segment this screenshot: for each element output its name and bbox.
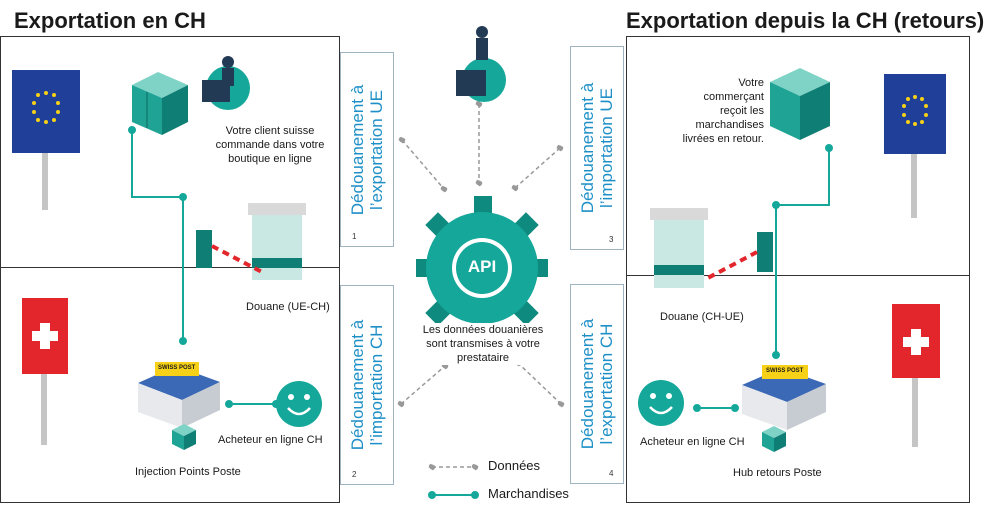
merchandise-flow-right (693, 144, 833, 412)
merchant-return-text: Votre commerçant reçoit les marchandises… (682, 77, 764, 145)
legend-data-label: Données (488, 458, 541, 473)
post-warehouse-right (742, 365, 826, 452)
right-panel-divider (626, 275, 969, 276)
right-title: Exportation depuis la CH (retours) (626, 8, 985, 33)
person-computer-left (202, 56, 250, 110)
swiss-flag-right (892, 304, 940, 447)
api-gear-icon (416, 196, 548, 342)
left-title: Exportation en CH (14, 8, 206, 33)
step-number-1: 1 (352, 232, 357, 241)
buyer-smiley-left (276, 381, 322, 427)
swiss-flag-left (22, 298, 68, 445)
merchandise-flow-left (128, 126, 280, 408)
data-flow-lines (397, 100, 565, 408)
hub-label: Hub retours Poste (733, 467, 822, 479)
warehouse-crates-right (770, 68, 830, 140)
step-number-4: 4 (609, 469, 614, 478)
swiss-post-badge-left: SWISS POST (158, 365, 196, 371)
legend-goods-label: Marchandises (488, 486, 569, 501)
person-computer-center (456, 26, 506, 102)
step-number-3: 3 (609, 235, 614, 244)
customs-label-left: Douane (UE-CH) (246, 301, 330, 313)
injection-label: Injection Points Poste (135, 466, 241, 478)
swiss-post-badge-right: SWISS POST (766, 368, 804, 374)
warehouse-crates-left (132, 72, 188, 135)
eu-flag-left (12, 70, 80, 210)
left-panel-divider (0, 267, 339, 268)
buyer-label-right: Acheteur en ligne CH (640, 436, 745, 448)
customs-booth-right (650, 208, 773, 288)
eu-flag-right (884, 74, 946, 218)
legend-data-line (428, 463, 479, 471)
api-caption-line-3: prestataire (457, 352, 509, 364)
legend-goods-line (428, 491, 479, 499)
step-number-2: 2 (352, 470, 357, 479)
api-caption-line-2: sont transmises à votre (426, 338, 540, 350)
buyer-label-left: Acheteur en ligne CH (218, 434, 323, 446)
client-order-text: Votre client suisse commande dans votre … (215, 125, 325, 165)
api-caption-line-1: Les données douanières (422, 324, 544, 336)
post-warehouse-left (138, 362, 220, 450)
customs-label-right: Douane (CH-UE) (660, 311, 744, 323)
api-caption: Les données douanières sont transmises à… (418, 323, 548, 365)
api-label: API (467, 257, 497, 276)
customs-booth-left (196, 203, 306, 280)
buyer-smiley-right (638, 380, 684, 426)
